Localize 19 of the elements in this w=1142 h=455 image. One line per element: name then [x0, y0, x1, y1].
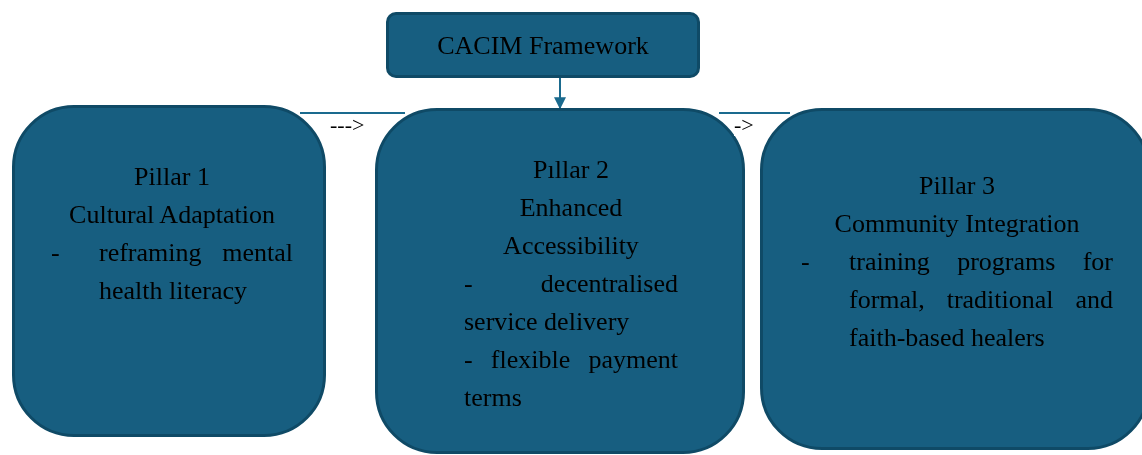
title-box [386, 12, 700, 78]
bullet-text: - flexible payment terms [464, 344, 678, 414]
pillar-box [760, 108, 1142, 450]
bullet-text: reframing mental health literacy [99, 237, 293, 307]
pillar-box [12, 105, 326, 437]
subheading: Cultural Adaptation [68, 199, 276, 231]
heading: CACIM Framework [436, 30, 650, 62]
subheading: Enhanced Accessibility [502, 192, 640, 262]
subheading: Community Integration [833, 208, 1081, 240]
connector-line [718, 112, 791, 114]
heading: Pillar 1 [133, 161, 211, 193]
heading: Pıllar 2 [532, 154, 610, 186]
bullet-dash: - [51, 237, 61, 269]
bullet-text: training programs for formal, traditional and faith-based healers [849, 246, 1113, 354]
arrow [554, 77, 566, 110]
heading: Pillar 3 [918, 170, 996, 202]
bullet-text: - decentralised service delivery [464, 268, 678, 338]
connector-line [299, 112, 406, 114]
bullet-dash: - [801, 246, 811, 278]
